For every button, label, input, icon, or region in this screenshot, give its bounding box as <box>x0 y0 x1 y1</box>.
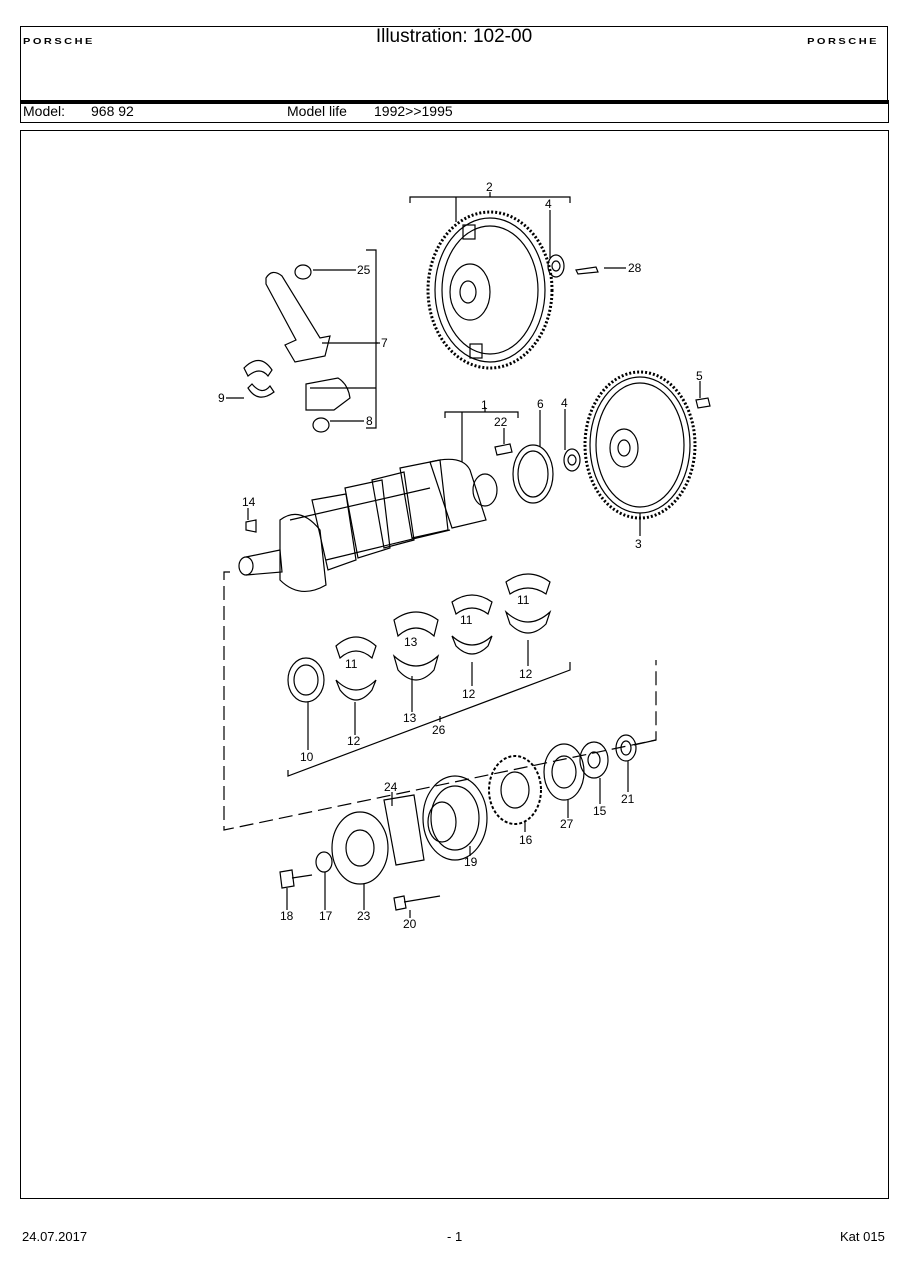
bearing-shells <box>287 573 552 703</box>
porsche-logo-right: PORSCHE <box>807 37 879 46</box>
callout-18: 18 <box>280 909 294 923</box>
callout-11-b: 11 <box>460 613 473 627</box>
callout-12-b: 12 <box>462 687 476 701</box>
callout-27: 27 <box>560 817 574 831</box>
callout-16: 16 <box>519 833 533 847</box>
callout-19: 19 <box>464 855 478 869</box>
callout-3: 3 <box>635 537 642 551</box>
connecting-rod <box>243 264 351 433</box>
callout-12-a: 12 <box>519 667 533 681</box>
header-divider <box>20 100 889 104</box>
callout-8: 8 <box>366 414 373 428</box>
callout-25: 25 <box>357 263 371 277</box>
callout-10: 10 <box>300 750 314 764</box>
crankshaft <box>238 458 498 592</box>
callout-22: 22 <box>494 415 508 429</box>
page-title: Illustration: 102-00 <box>375 26 533 47</box>
callout-13-a: 13 <box>404 635 418 649</box>
model-row: Model: 968 92 Model life 1992>>1995 <box>20 100 889 123</box>
callout-2: 2 <box>486 180 493 194</box>
callout-4-top: 4 <box>545 197 552 211</box>
callout-17: 17 <box>319 909 333 923</box>
callout-11-c: 11 <box>345 657 358 671</box>
callout-7: 7 <box>381 336 388 350</box>
callout-9: 9 <box>218 391 225 405</box>
callout-6: 6 <box>537 397 544 411</box>
callout-12-c: 12 <box>347 734 361 748</box>
model-life-label: Model life <box>287 103 347 119</box>
callout-1: 1 <box>481 398 488 412</box>
callout-5: 5 <box>696 369 703 383</box>
flywheel <box>583 370 697 520</box>
callout-28: 28 <box>628 261 642 275</box>
callout-21: 21 <box>621 792 635 806</box>
callout-20: 20 <box>403 917 417 931</box>
model-life-value: 1992>>1995 <box>374 103 453 119</box>
callout-26: 26 <box>432 723 446 737</box>
illustration-frame <box>20 130 889 1199</box>
callout-24: 24 <box>384 780 398 794</box>
callout-13-b: 13 <box>403 711 417 725</box>
model-value: 968 92 <box>91 103 134 119</box>
callout-15: 15 <box>593 804 607 818</box>
footer-page-number: - 1 <box>447 1229 463 1244</box>
footer-date: 24.07.2017 <box>22 1229 88 1244</box>
callout-14: 14 <box>242 495 256 509</box>
model-label: Model: <box>23 103 66 119</box>
callout-labels: 2 4 28 25 7 9 8 5 1 22 6 4 3 14 11 13 11… <box>218 180 703 931</box>
callout-23: 23 <box>357 909 371 923</box>
header-box: PORSCHE Illustration: 102-00 PORSCHE <box>20 26 888 100</box>
footer-catalog: Kat 015 <box>840 1229 885 1244</box>
front-pulleys <box>279 734 637 911</box>
porsche-logo-left: PORSCHE <box>23 37 95 46</box>
callout-4-mid: 4 <box>561 396 568 410</box>
dual-mass-flywheel <box>426 210 554 370</box>
callout-11-a: 11 <box>517 593 530 607</box>
